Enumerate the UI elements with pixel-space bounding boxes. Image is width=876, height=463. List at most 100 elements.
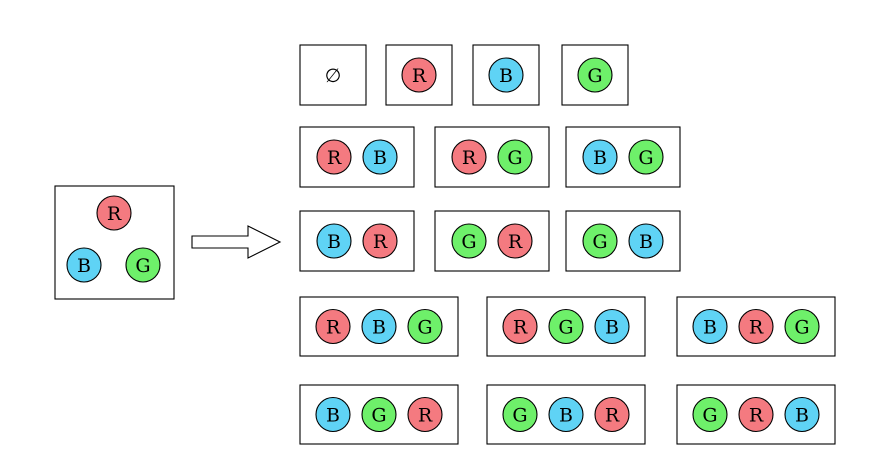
ball-label: G: [512, 405, 527, 427]
arrangement-ball-g: G: [784, 308, 820, 345]
ball-label: G: [638, 147, 653, 169]
ball-label: B: [77, 255, 91, 277]
ball-label: G: [587, 65, 602, 87]
ball-label: R: [605, 405, 620, 427]
arrangement-ball-g: G: [502, 396, 538, 433]
arrangement-ball-b: B: [692, 308, 728, 345]
arrangement-ball-r: R: [738, 396, 774, 433]
ball-circle-g: [628, 139, 664, 175]
ball-circle-g: [582, 223, 618, 259]
ball-circle-g: [451, 223, 487, 259]
ball-circle-r: [96, 195, 132, 231]
arrangement-ball-r: R: [362, 223, 398, 259]
arrangement-ball-r: R: [594, 396, 630, 433]
source-ball-r: R: [96, 195, 132, 231]
arrangement-ball-r: R: [315, 308, 351, 345]
ball-circle-r: [451, 139, 487, 175]
arrangement-box: B: [472, 44, 540, 106]
ball-label: G: [371, 405, 386, 427]
ball-circle-g: [502, 396, 538, 433]
arrangement-ball-g: G: [497, 139, 533, 175]
ball-circle-b: [692, 308, 728, 345]
source-ball-g: G: [125, 247, 161, 283]
ball-label: G: [461, 231, 476, 253]
ball-circle-r: [362, 223, 398, 259]
ball-circle-g: [407, 308, 443, 345]
ball-label: R: [327, 147, 342, 169]
arrangement-ball-b: B: [488, 57, 524, 93]
ball-circle-b: [628, 223, 664, 259]
arrangement-ball-r: R: [316, 139, 352, 175]
ball-circle-g: [692, 396, 728, 433]
ball-label: R: [749, 317, 764, 339]
ball-label: B: [639, 231, 653, 253]
ball-label: B: [703, 317, 717, 339]
arrangement-ball-g: G: [451, 223, 487, 259]
source-ball-b: B: [66, 247, 102, 283]
ball-label: R: [513, 317, 528, 339]
ball-circle-g: [548, 308, 584, 345]
arrangement-box: R: [385, 44, 453, 106]
ball-circle-r: [502, 308, 538, 345]
ball-circle-r: [316, 139, 352, 175]
arrangement-ball-b: B: [784, 396, 820, 433]
ball-label: G: [507, 147, 522, 169]
ball-label: R: [412, 65, 427, 87]
arrangement-box: G: [561, 44, 629, 106]
ball-label: R: [418, 405, 433, 427]
arrangement-ball-r: R: [451, 139, 487, 175]
ball-circle-b: [488, 57, 524, 93]
arrangement-frame: [299, 44, 367, 106]
ball-label: R: [107, 203, 122, 225]
ball-circle-r: [407, 396, 443, 433]
ball-label: R: [508, 231, 523, 253]
ball-circle-r: [315, 308, 351, 345]
ball-circle-b: [362, 139, 398, 175]
arrangement-ball-g: G: [407, 308, 443, 345]
ball-label: G: [417, 317, 432, 339]
ball-circle-r: [401, 57, 437, 93]
ball-label: G: [794, 317, 809, 339]
ball-label: R: [749, 405, 764, 427]
ball-circle-r: [738, 396, 774, 433]
arrangement-ball-r: R: [497, 223, 533, 259]
arrangement-ball-b: B: [582, 139, 618, 175]
arrangement-ball-b: B: [628, 223, 664, 259]
empty-set-symbol: ∅: [325, 65, 342, 87]
ball-circle-b: [548, 396, 584, 433]
ball-circle-g: [497, 139, 533, 175]
ball-circle-b: [315, 396, 351, 433]
arrangement-ball-g: G: [577, 57, 613, 93]
arrangement-ball-b: B: [594, 308, 630, 345]
ball-label: B: [499, 65, 513, 87]
ball-circle-b: [316, 223, 352, 259]
ball-label: B: [593, 147, 607, 169]
arrangement-box: ∅: [299, 44, 367, 106]
arrangement-ball-r: R: [401, 57, 437, 93]
ball-circle-g: [577, 57, 613, 93]
arrangement-frame: [385, 44, 453, 106]
arrangement-ball-b: B: [361, 308, 397, 345]
ball-label: B: [559, 405, 573, 427]
ball-circle-b: [66, 247, 102, 283]
ball-label: G: [702, 405, 717, 427]
ball-label: B: [326, 405, 340, 427]
ball-circle-r: [594, 396, 630, 433]
ball-label: R: [326, 317, 341, 339]
